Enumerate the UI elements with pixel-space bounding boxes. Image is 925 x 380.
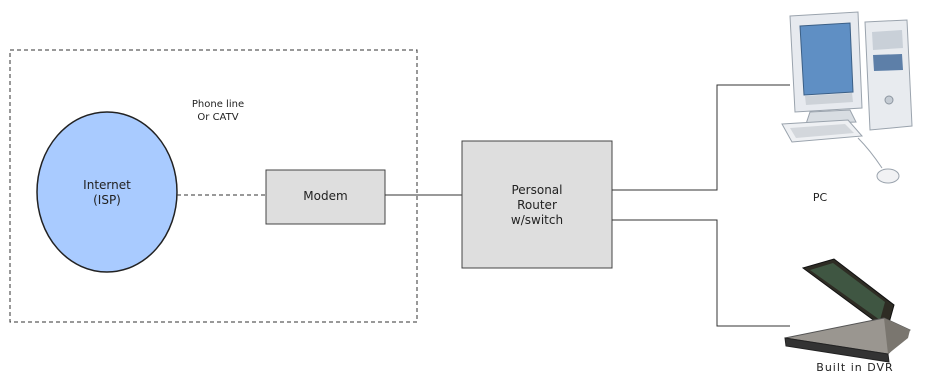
router-label-line2: Router bbox=[517, 198, 557, 212]
pc-label: PC bbox=[812, 191, 828, 204]
dvr-icon bbox=[784, 258, 911, 363]
modem-label: Modem bbox=[303, 189, 348, 203]
router-label-line1: Personal bbox=[511, 183, 563, 197]
modem-node bbox=[265, 169, 386, 225]
router-dvr-link bbox=[612, 219, 790, 327]
pc-icon bbox=[781, 11, 913, 184]
router-pc-link bbox=[612, 84, 790, 191]
router-node bbox=[461, 140, 613, 269]
internet-label: Internet (ISP) bbox=[57, 178, 157, 208]
connection-annotation-line1: Phone line bbox=[191, 99, 245, 110]
dvr-label: Built in DVR bbox=[816, 361, 894, 374]
internet-node bbox=[36, 111, 178, 273]
connection-annotation-line2: Or CATV bbox=[197, 111, 239, 123]
home-boundary bbox=[9, 49, 418, 323]
connection-annotation: Phone line Or CATV bbox=[178, 99, 258, 124]
router-label-line3: w/switch bbox=[510, 213, 564, 227]
router-label: Personal Router w/switch bbox=[462, 183, 612, 228]
internet-label-line2: (ISP) bbox=[93, 193, 121, 207]
internet-label-line1: Internet bbox=[83, 178, 131, 192]
